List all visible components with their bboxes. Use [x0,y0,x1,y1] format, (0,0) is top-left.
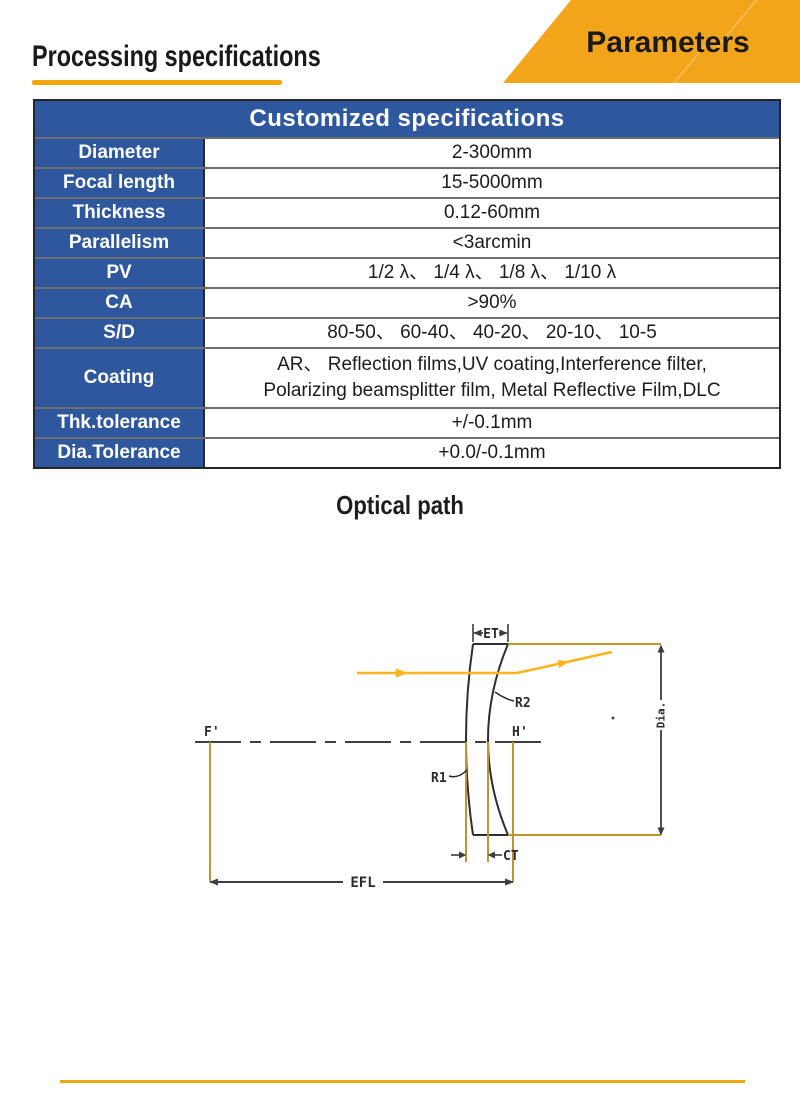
row-label: Thickness [35,199,205,227]
row-label: Dia.Tolerance [35,439,205,467]
page-title: Processing specifications [32,40,321,73]
lens-surface-r2 [487,643,509,836]
r2-label: R2 [515,696,531,711]
f-prime-label: F' [204,725,220,740]
table-row: CA >90% [35,287,779,317]
leader-lines [448,691,515,778]
et-dimension: ET [472,624,509,642]
row-value: +/-0.1mm [451,412,533,433]
row-value: 0.12-60mm [443,202,541,223]
row-label: PV [35,259,205,287]
table-row: Thickness 0.12-60mm [35,197,779,227]
table-row: Diameter 2-300mm [35,137,779,167]
dia-dimension: Dia. [655,644,668,836]
table-row: S/D 80-50、 60-40、 40-20、 20-10、 10-5 [35,317,779,347]
optical-diagram: ET Dia. CT EFL [195,624,668,891]
title-underline [32,80,282,85]
r1-label: R1 [431,771,447,786]
table-row: Coating AR、 Reflection films,UV coating,… [35,347,779,407]
h-prime-label: H' [512,725,528,740]
efl-dimension: EFL [209,875,514,891]
lens-outline [465,643,509,836]
table-row: PV 1/2 λ、 1/4 λ、 1/8 λ、 1/10 λ [35,257,779,287]
table-row: Focal length 15-5000mm [35,167,779,197]
row-value: <3arcmin [452,232,532,253]
row-label: Thk.tolerance [35,409,205,437]
row-value: 2-300mm [451,142,533,163]
r1-leader [448,769,468,778]
r2-leader [494,691,515,702]
ct-dimension: CT [451,849,519,864]
row-label: Parallelism [35,229,205,257]
row-value: >90% [467,292,517,313]
row-label: Focal length [35,169,205,197]
row-value: +0.0/-0.1mm [438,442,546,463]
et-label: ET [483,627,499,642]
row-value: 1/2 λ、 1/4 λ、 1/8 λ、 1/10 λ [367,262,617,283]
footer-divider [60,1080,745,1083]
efl-label: EFL [350,875,375,891]
row-value: AR、 Reflection films,UV coating,Interfer… [263,354,721,401]
table-row: Thk.tolerance +/-0.1mm [35,407,779,437]
stray-dot [611,716,615,720]
parameters-banner: Parameters [503,0,800,83]
banner-label: Parameters [586,26,750,59]
row-label: CA [35,289,205,317]
lens-surface-r1 [465,643,474,836]
table-title: Customized specifications [35,101,779,137]
ct-label: CT [503,849,519,864]
light-ray [357,650,613,678]
extension-lines [209,643,661,881]
table-row: Dia.Tolerance +0.0/-0.1mm [35,437,779,467]
ray-arrow [557,660,570,668]
row-label: Diameter [35,139,205,167]
row-value: 80-50、 60-40、 40-20、 20-10、 10-5 [327,322,657,343]
row-value: 15-5000mm [441,172,543,193]
spec-table-rows: Diameter 2-300mm Focal length 15-5000mm … [35,137,779,467]
row-label: Coating [35,349,205,407]
table-row: Parallelism <3arcmin [35,227,779,257]
spec-table: Customized specifications Diameter 2-300… [33,99,781,469]
dia-label: Dia. [655,702,668,729]
row-label: S/D [35,319,205,347]
ray-arrow [396,668,408,678]
optical-path-title: Optical path [336,490,464,520]
